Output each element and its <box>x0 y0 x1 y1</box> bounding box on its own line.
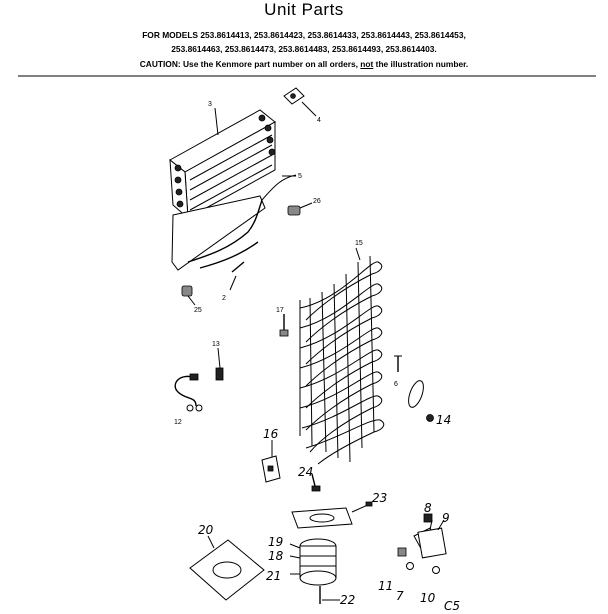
callout-26: 26 <box>313 198 321 205</box>
callout-18: 18 <box>268 549 284 563</box>
part-4-bracket: 4 <box>283 87 321 124</box>
condenser-assembly: 3 5 <box>169 101 302 271</box>
callout-20: 20 <box>198 523 214 537</box>
callout-10: 10 <box>420 591 436 605</box>
part-26-clip: 26 <box>287 198 321 216</box>
callout-13: 13 <box>212 341 220 348</box>
models-line-2: 253.8614463, 253.8614473, 253.8614483, 2… <box>171 44 437 54</box>
part-20-base-pan: 20 <box>189 523 265 601</box>
part-12-harness: 12 <box>174 373 203 426</box>
part-17-fitting: 17 <box>276 307 289 337</box>
callout-19: 19 <box>268 535 283 549</box>
callout-3-condenser: 3 <box>208 101 212 108</box>
callout-7: 7 <box>396 589 404 603</box>
callout-16: 16 <box>263 427 279 441</box>
models-line-1: FOR MODELS 253.8614413, 253.8614423, 253… <box>142 30 466 40</box>
part-2-tube: 2 <box>222 261 245 302</box>
caution-emphasis: not <box>360 59 374 69</box>
callout-9: 9 <box>442 511 450 525</box>
compressor: 19 18 21 22 <box>266 535 355 607</box>
part-13-connector: 13 <box>212 341 224 381</box>
callout-22: 22 <box>340 593 355 607</box>
callout-12: 12 <box>174 419 182 426</box>
part-14-cap: 14 <box>408 380 451 427</box>
callout-17: 17 <box>276 307 284 314</box>
page-title: Unit Parts <box>264 0 344 19</box>
callout-21: 21 <box>266 569 281 583</box>
corner-code: C5 <box>444 599 460 613</box>
part-16-bracket: 16 <box>261 427 281 483</box>
evaporator-coil: 15 <box>299 240 385 465</box>
callout-6: 6 <box>394 381 398 388</box>
part-6-screw: 6 <box>394 355 402 388</box>
part-23-plate: 23 <box>291 491 387 529</box>
callout-25: 25 <box>194 307 202 314</box>
callout-5-tubing: 5 <box>298 173 302 180</box>
caution-prefix: CAUTION: Use the Kenmore part number on … <box>139 59 361 69</box>
callout-8: 8 <box>424 501 432 515</box>
callout-24: 24 <box>298 465 313 479</box>
caution-suffix: the illustration number. <box>373 59 469 69</box>
callout-15-evaporator: 15 <box>355 240 363 247</box>
callout-4: 4 <box>317 117 321 124</box>
callout-2: 2 <box>222 295 226 302</box>
part-24-fitting: 24 <box>298 465 321 492</box>
part-25-grommet: 25 <box>181 285 202 314</box>
callout-14: 14 <box>436 413 451 427</box>
callout-11: 11 <box>378 579 393 593</box>
callout-23: 23 <box>372 491 387 505</box>
caution-note: CAUTION: Use the Kenmore part number on … <box>0 59 608 69</box>
relay-overload: 8 9 11 7 10 <box>378 501 450 605</box>
